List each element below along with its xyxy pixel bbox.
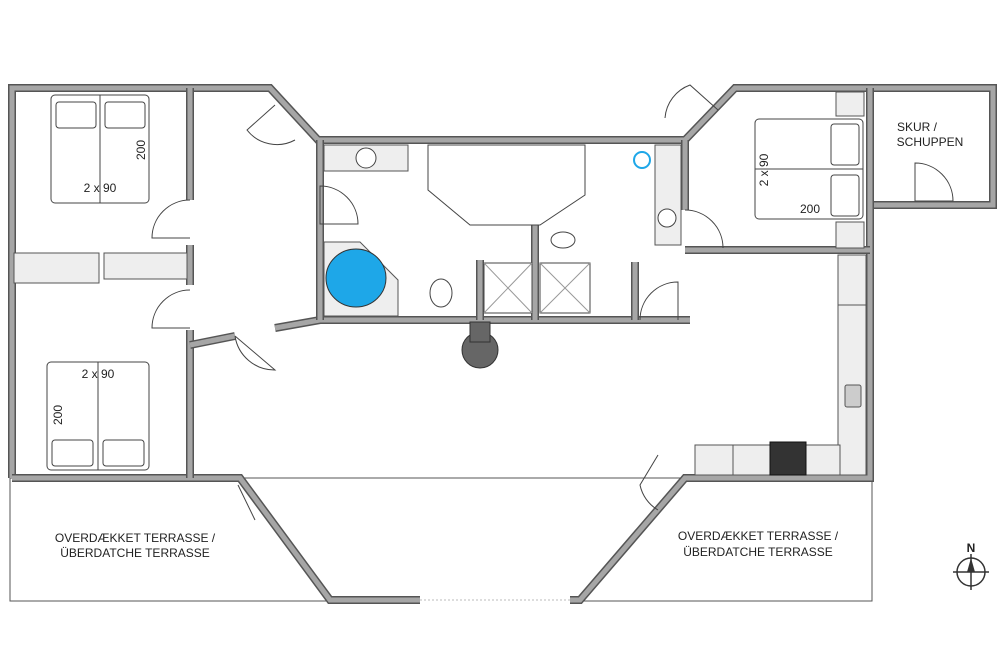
sink-icon xyxy=(355,147,377,169)
bed-bottom-left: 2 x 90 200 xyxy=(46,361,150,471)
bed-top-right: 2 x 90 200 xyxy=(754,91,865,249)
compass-north-label: N xyxy=(967,541,976,555)
bed-length-label: 200 xyxy=(134,140,148,160)
hot-tub-water xyxy=(325,248,387,308)
bed-length-label: 200 xyxy=(51,405,65,425)
terrace-left-label: ÜBERDATCHE TERRASSE xyxy=(60,546,210,560)
bed-size-label: 2 x 90 xyxy=(757,153,771,186)
washing-machine-icon xyxy=(633,151,651,169)
bed-top-left: 2 x 90 200 xyxy=(50,94,150,204)
storage-label: SKUR / xyxy=(897,120,938,134)
terrace-left-label: OVERDÆKKET TERRASSE / xyxy=(55,531,216,545)
toilet-icon xyxy=(429,278,453,308)
kitchen-sink-icon xyxy=(844,384,862,408)
compass-icon: N xyxy=(953,541,989,590)
sink-icon xyxy=(657,208,677,228)
doors xyxy=(151,84,954,521)
sauna-bench xyxy=(427,144,586,226)
storage-label: SCHUPPEN xyxy=(897,135,964,149)
kitchen xyxy=(694,254,867,476)
terrace-right-label: ÜBERDATCHE TERRASSE xyxy=(683,545,833,559)
closet xyxy=(103,252,188,280)
utility-counter xyxy=(654,144,682,246)
terrace-right-label: OVERDÆKKET TERRASSE / xyxy=(678,529,839,543)
bed-length-label: 200 xyxy=(800,202,820,216)
bed-size-label: 2 x 90 xyxy=(84,181,117,195)
bed-size-label: 2 x 90 xyxy=(82,367,115,381)
closet xyxy=(13,252,100,284)
toilet-icon xyxy=(550,231,576,249)
interior-walls xyxy=(186,88,870,478)
stove-icon xyxy=(769,441,807,476)
